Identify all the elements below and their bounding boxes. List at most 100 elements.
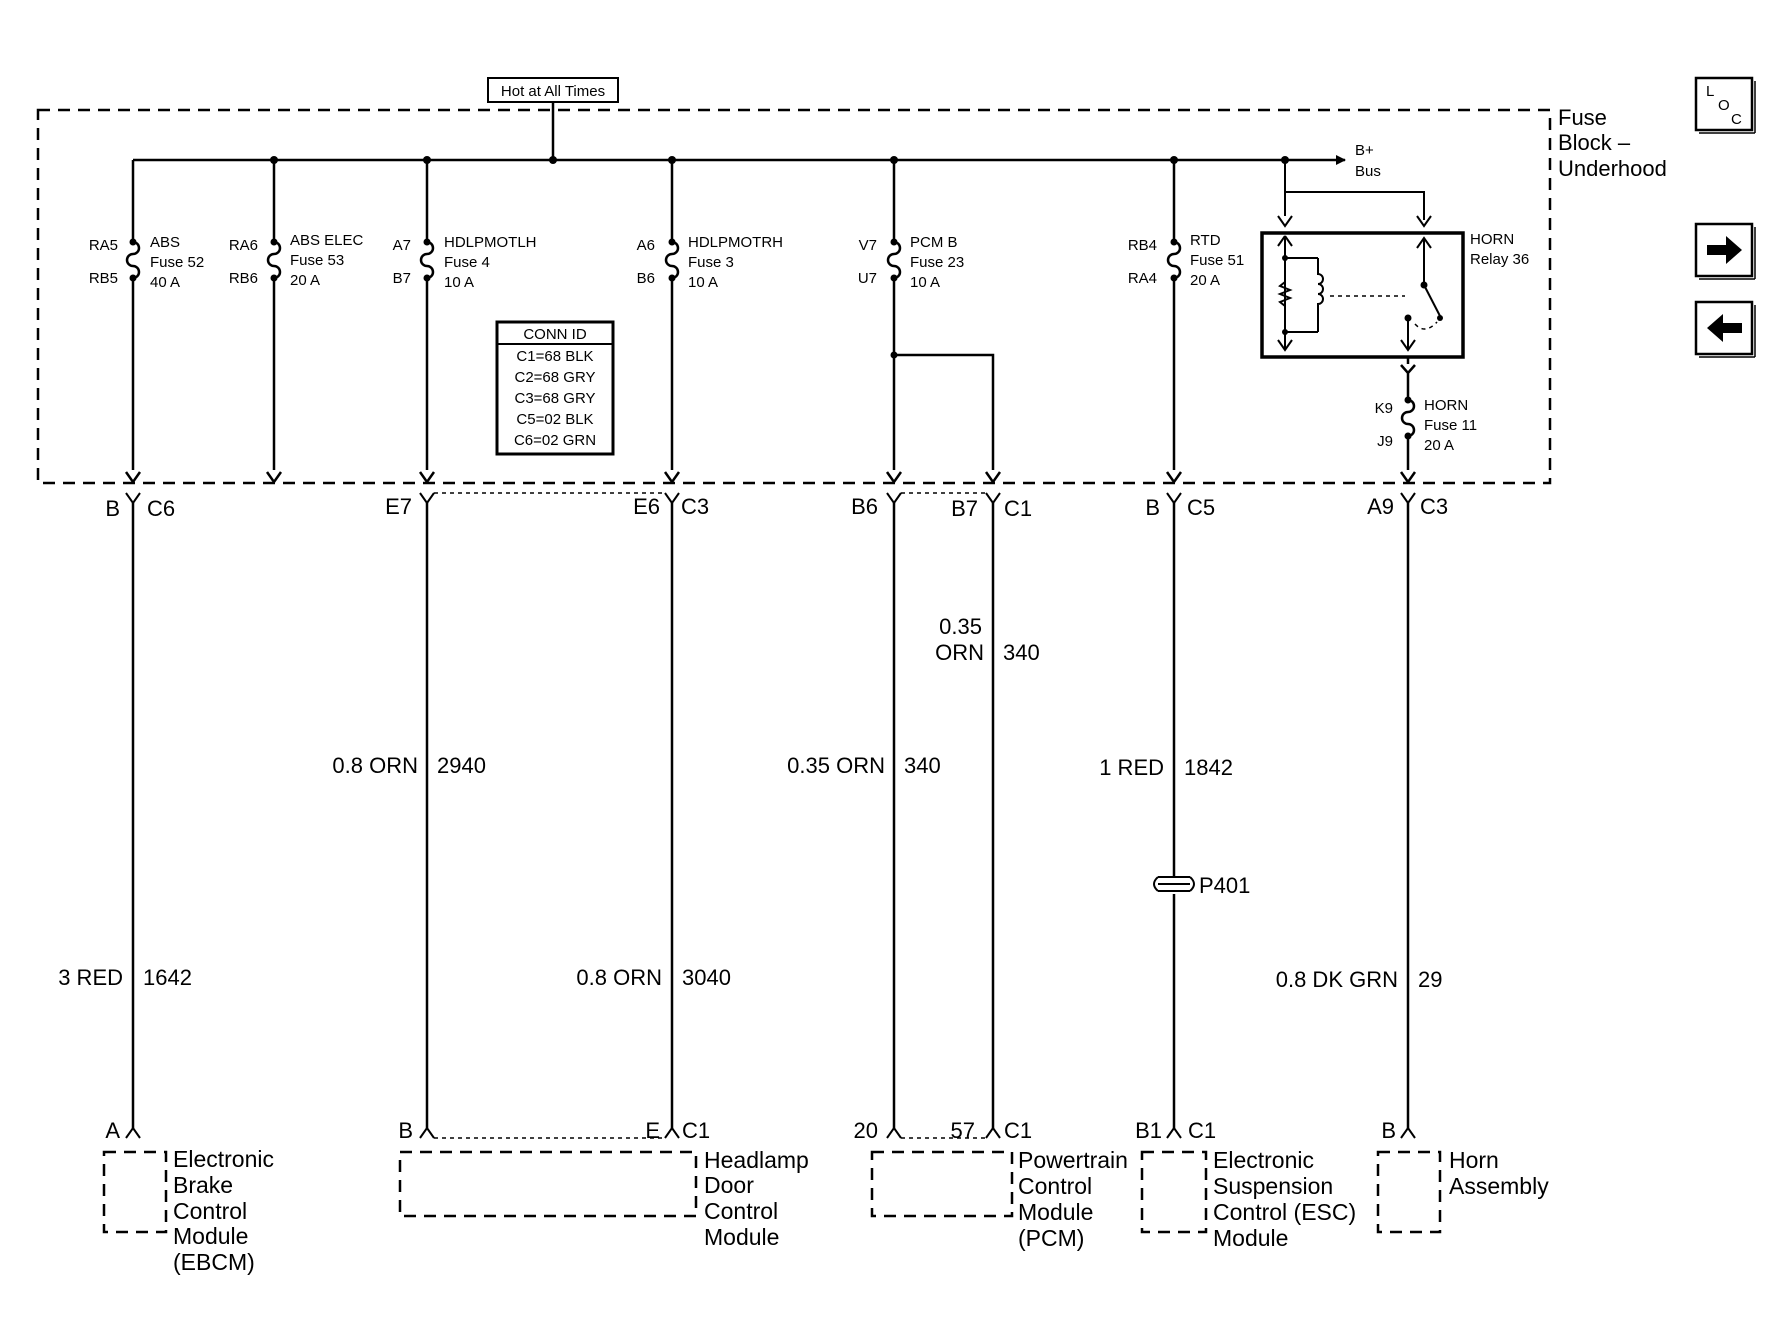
horn-relay-number: Relay 36 [1470,251,1529,268]
location-icon-c: C [1731,111,1742,128]
fuse-abs-top-pin: RA5 [89,237,118,254]
fuse-rtd-number: Fuse 51 [1190,252,1244,269]
ebcm-label: Control [173,1198,247,1224]
fuse-abs-rating: 40 A [150,274,180,291]
fuse-hdlpmotlh-number: Fuse 4 [444,254,490,271]
fuse-hdlpmotlh-bottom-pin: B7 [393,270,411,287]
pcm-label: Module [1018,1199,1093,1225]
component-esc: B1 C1 Electronic Suspension Control (ESC… [1135,1118,1356,1251]
fuse-rtd: RB4 RA4 RTD Fuse 51 20 A [1128,160,1244,485]
wire-1842-circuit: 1842 [1184,755,1233,780]
ebcm-box [102,1150,168,1234]
next-page-button[interactable] [1694,222,1756,280]
wire-1842-gauge: 1 RED [1099,755,1164,780]
bus-label-top: B+ [1355,142,1374,159]
pcm-label: Control [1018,1173,1092,1199]
conn-esc-pin: B [1145,495,1160,520]
fuse-horn-top-pin: K9 [1375,400,1393,417]
wires [131,503,1410,1128]
wire-3040-gauge: 0.8 ORN [576,965,662,990]
conn-id-row: C2=68 GRY [514,369,595,386]
conn-hdlp-id: C3 [681,494,709,519]
fuse-hdlpmotrh-bottom-pin: B6 [637,270,655,287]
location-icon-l: L [1706,83,1714,100]
horn-assembly-label: Horn [1449,1147,1499,1173]
previous-page-button[interactable] [1694,300,1756,358]
horn-relay-box [1260,231,1465,359]
wire-3040-circuit: 3040 [682,965,731,990]
wire-340b-circuit: 340 [1003,640,1040,665]
pcm-label: (PCM) [1018,1225,1084,1251]
hdcm-pin-left: B [398,1118,413,1143]
conn-horn-id: C3 [1420,494,1448,519]
fuse-block-outline [36,108,1552,485]
fuse-horn-number: Fuse 11 [1424,417,1477,434]
fuse-abs-elec-number: Fuse 53 [290,252,344,269]
hdcm-pin-right: E [645,1118,660,1143]
fuse-hdlpmotlh-rating: 10 A [444,274,474,291]
fuse-hdlpmotrh: A6 B6 HDLPMOTRH Fuse 3 10 A [637,160,783,485]
fuse-hdlpmotlh-top-pin: A7 [393,237,411,254]
conn-horn-pin: A9 [1367,494,1394,519]
horn-assembly-label: Assembly [1449,1173,1549,1199]
fuse-pcm-b-top-pin: V7 [859,237,877,254]
arrow-right-icon [1707,236,1742,264]
hdcm-label: Door [704,1172,754,1198]
fuse-horn-rating: 20 A [1424,437,1454,454]
component-ebcm: A Electronic Brake Control Module (EBCM) [102,1118,274,1275]
conn-hdlp-rh-pin: E6 [633,494,660,519]
fuse-rtd-rating: 20 A [1190,272,1220,289]
horn-assembly-box [1376,1150,1442,1234]
fuse-horn-bottom-pin: J9 [1377,433,1393,450]
wire-29-gauge: 0.8 DK GRN [1276,967,1398,992]
wire-2940-gauge: 0.8 ORN [332,753,418,778]
pcm-pin-b: 57 [951,1118,975,1143]
fuse-pcm-b-number: Fuse 23 [910,254,964,271]
fuse-block-label-line1: Fuse [1558,105,1607,130]
wire-340b-gauge-top: 0.35 [939,614,982,639]
esc-label: Control (ESC) [1213,1199,1356,1225]
splice-p401: P401 [1153,873,1250,898]
arrow-left-icon [1707,314,1742,342]
ebcm-pin: A [105,1118,120,1143]
splice-p401-label: P401 [1199,873,1250,898]
hot-at-all-times-label: Hot at All Times [501,83,605,100]
conn-pcm-pin-a: B6 [851,494,878,519]
ebcm-label: Module [173,1223,248,1249]
wire-340a-gauge: 0.35 ORN [787,753,885,778]
fuse-hdlpmotlh: A7 B7 HDLPMOTLH Fuse 4 10 A [393,160,537,485]
bus-label-bottom: Bus [1355,163,1381,180]
pcm-label: Powertrain [1018,1147,1128,1173]
fuse-abs-elec-rating: 20 A [290,272,320,289]
fuse-abs-elec: RA6 RB6 ABS ELEC Fuse 53 20 A [229,160,364,485]
component-horn-assembly: B Horn Assembly [1376,1118,1549,1234]
horn-relay: HORN Relay 36 [1260,160,1529,359]
fuse-rtd-name: RTD [1190,232,1221,249]
ebcm-label: Brake [173,1172,233,1198]
harness-connector-forks [125,492,1416,505]
component-pcm: 20 57 C1 Powertrain Control Module (PCM) [854,1118,1128,1251]
fuse-abs-bottom-pin: RB5 [89,270,118,287]
wire-1642-gauge: 3 RED [58,965,123,990]
location-button[interactable]: L O C [1694,76,1756,134]
pcm-pin-a: 20 [854,1118,878,1143]
hdcm-label: Module [704,1224,779,1250]
location-icon-o: O [1718,97,1730,114]
conn-pcm-id: C1 [1004,496,1032,521]
fuse-abs-number: Fuse 52 [150,254,204,271]
esc-label: Electronic [1213,1147,1314,1173]
fuse-horn: K9 J9 HORN Fuse 11 20 A [1375,357,1477,485]
fuse-hdlpmotrh-top-pin: A6 [637,237,655,254]
hdcm-conn: C1 [682,1118,710,1143]
fuse-rtd-top-pin: RB4 [1128,237,1157,254]
conn-id-row: C5=02 BLK [516,411,593,428]
horn-assembly-pin: B [1381,1118,1396,1143]
fuse-abs-elec-top-pin: RA6 [229,237,258,254]
conn-id-row: C1=68 BLK [516,348,593,365]
wire-29-circuit: 29 [1418,967,1442,992]
pcm-box [870,1150,1014,1218]
component-terminals [125,1126,1416,1139]
esc-conn: C1 [1188,1118,1216,1143]
wire-1642-circuit: 1642 [143,965,192,990]
conn-pcm-pin-b: B7 [951,496,978,521]
